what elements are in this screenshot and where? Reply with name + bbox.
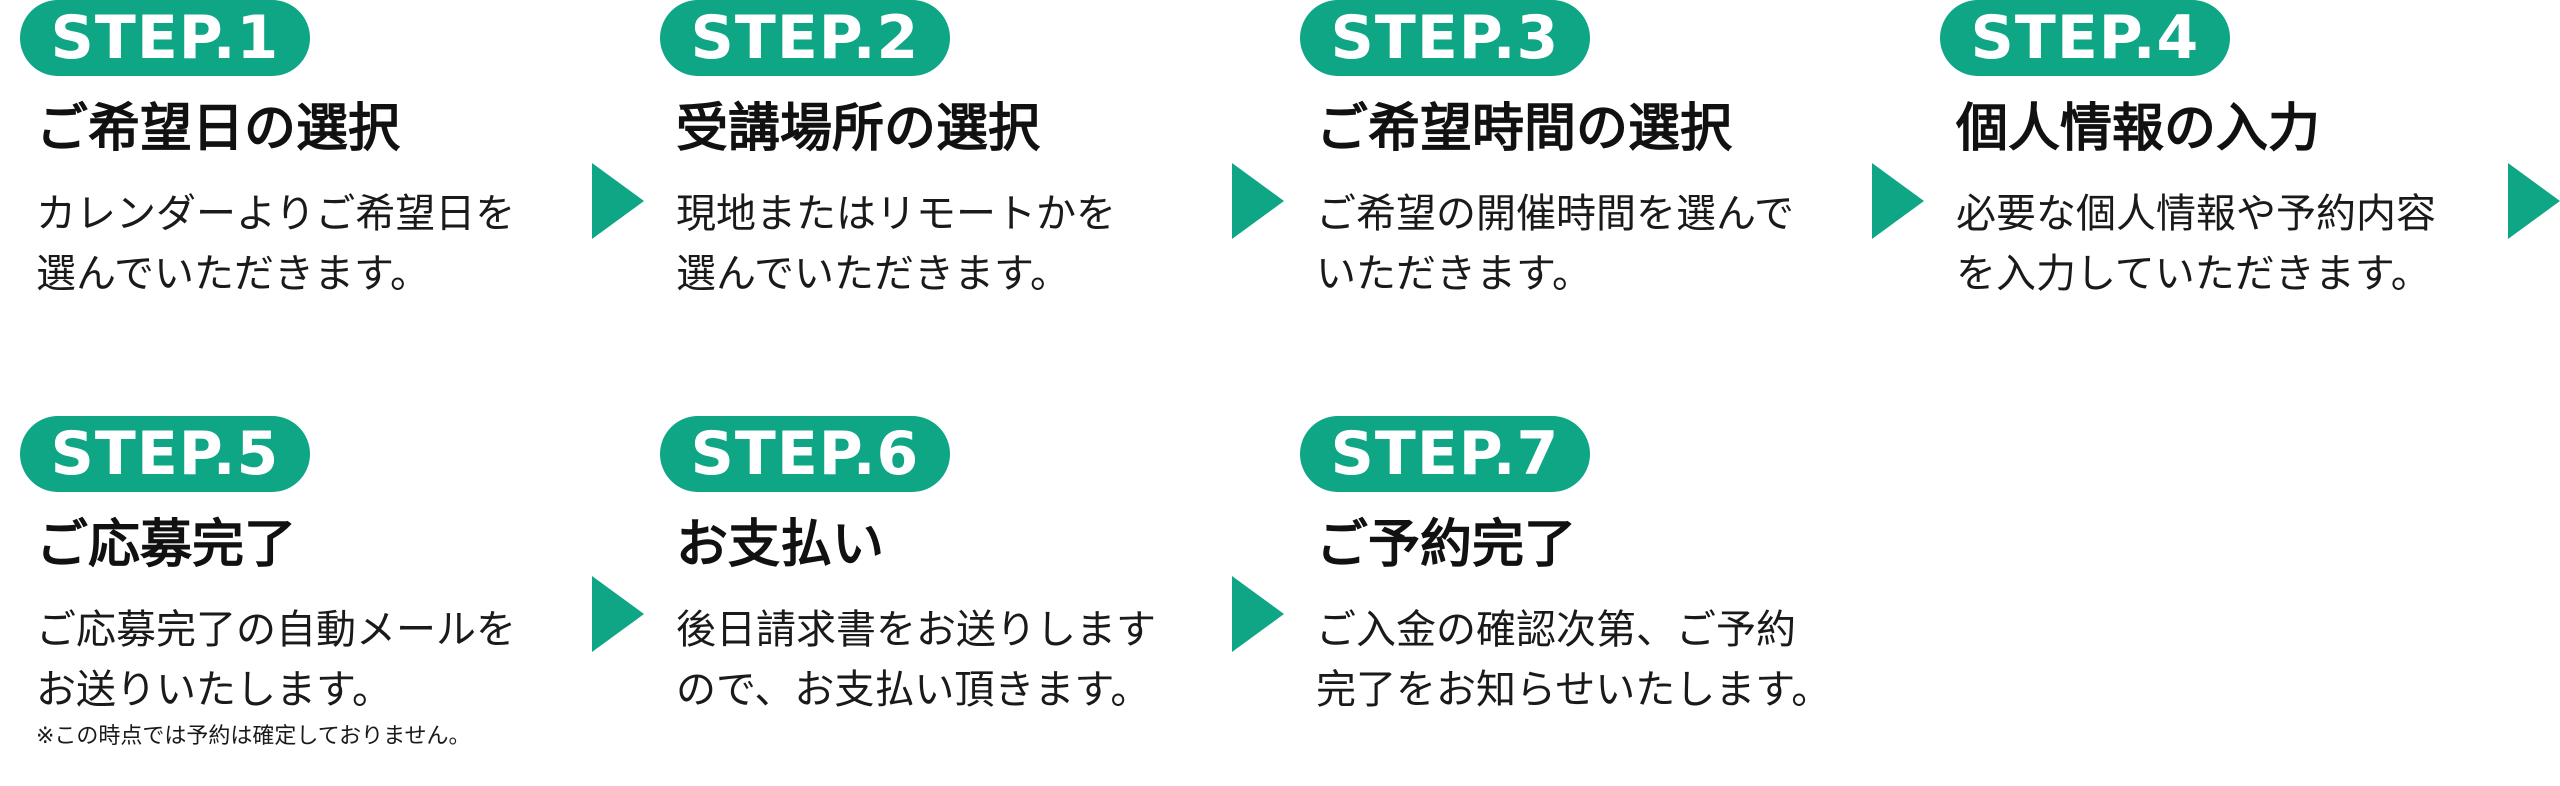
arrow-right-icon <box>2508 163 2560 239</box>
step-badge: STEP.6 <box>660 416 950 492</box>
step-badge: STEP.3 <box>1300 0 1590 76</box>
step-4: STEP.4 個人情報の入力 必要な個人情報や予約内容 を入力していただきます。 <box>1920 0 2480 360</box>
step-1: STEP.1 ご希望日の選択 カレンダーよりご希望日を 選んでいただきます。 <box>0 0 560 360</box>
step-description-line: いただきます。 <box>1316 251 1592 297</box>
arrow-right-icon <box>592 576 644 652</box>
arrow-right-icon <box>1872 163 1924 239</box>
step-description-line: ご応募完了の自動メールを <box>36 607 516 653</box>
step-title: ご希望日の選択 <box>36 99 401 159</box>
step-5: STEP.5 ご応募完了 ご応募完了の自動メールを お送りいたします。 ※この時… <box>0 416 560 786</box>
step-badge: STEP.1 <box>20 0 310 76</box>
step-title: ご希望時間の選択 <box>1316 99 1733 159</box>
arrow-right-icon <box>1232 576 1284 652</box>
step-description-line: 後日請求書をお送りします <box>676 607 1156 653</box>
step-description-line: 完了をお知らせいたします。 <box>1316 667 1832 713</box>
step-description-line: ご入金の確認次第、ご予約 <box>1316 607 1796 653</box>
step-title: ご応募完了 <box>36 515 297 575</box>
step-description-line: ので、お支払い頂きます。 <box>676 667 1151 713</box>
step-badge: STEP.2 <box>660 0 950 76</box>
step-description: ご応募完了の自動メールを お送りいたします。 <box>36 600 556 720</box>
step-description: 現地またはリモートかを 選んでいただきます。 <box>676 184 1196 304</box>
step-note: ※この時点では予約は確定しておりません。 <box>36 724 471 749</box>
step-description-line: ご希望の開催時間を選んで <box>1316 191 1794 237</box>
arrow-right-icon <box>592 163 644 239</box>
step-3: STEP.3 ご希望時間の選択 ご希望の開催時間を選んで いただきます。 <box>1280 0 1840 360</box>
step-2: STEP.2 受講場所の選択 現地またはリモートかを 選んでいただきます。 <box>640 0 1200 360</box>
step-description-line: 選んでいただきます。 <box>676 251 1070 297</box>
step-title: 受講場所の選択 <box>676 99 1041 159</box>
step-description: ご希望の開催時間を選んで いただきます。 <box>1316 184 1836 304</box>
arrow-right-icon <box>1232 163 1284 239</box>
step-badge: STEP.5 <box>20 416 310 492</box>
step-title: お支払い <box>676 515 885 575</box>
step-badge: STEP.4 <box>1940 0 2230 76</box>
step-description-line: 選んでいただきます。 <box>36 251 430 297</box>
step-description: ご入金の確認次第、ご予約 完了をお知らせいたします。 <box>1316 600 1836 720</box>
step-title: 個人情報の入力 <box>1956 99 2321 159</box>
step-description: 後日請求書をお送りします ので、お支払い頂きます。 <box>676 600 1196 720</box>
step-7: STEP.7 ご予約完了 ご入金の確認次第、ご予約 完了をお知らせいたします。 <box>1280 416 1840 786</box>
step-description: 必要な個人情報や予約内容 を入力していただきます。 <box>1956 184 2476 304</box>
step-description-line: 必要な個人情報や予約内容 <box>1956 191 2436 237</box>
step-6: STEP.6 お支払い 後日請求書をお送りします ので、お支払い頂きます。 <box>640 416 1200 786</box>
step-title: ご予約完了 <box>1316 515 1577 575</box>
step-description-line: 現地またはリモートかを <box>676 191 1116 237</box>
step-description-line: お送りいたします。 <box>36 667 392 713</box>
step-description-line: を入力していただきます。 <box>1956 251 2431 297</box>
step-badge: STEP.7 <box>1300 416 1590 492</box>
step-description: カレンダーよりご希望日を 選んでいただきます。 <box>36 184 556 304</box>
step-description-line: カレンダーよりご希望日を <box>36 191 516 237</box>
